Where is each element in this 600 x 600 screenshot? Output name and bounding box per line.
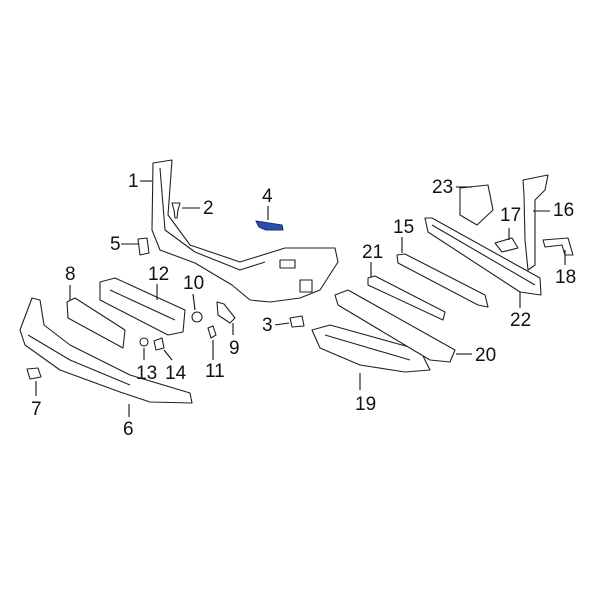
callout-2: 2 (203, 198, 214, 219)
part-19-skid-plate[interactable] (311, 324, 431, 373)
callout-13: 13 (136, 363, 158, 384)
callout-7: 7 (31, 399, 42, 420)
part-10[interactable] (191, 311, 203, 323)
callout-3: 3 (262, 315, 273, 336)
callout-14: 14 (165, 363, 187, 384)
part-17[interactable] (494, 237, 519, 253)
part-8-license-plate-bracket[interactable] (66, 297, 126, 349)
callout-4: 4 (262, 186, 273, 207)
part-4-bracket-highlighted[interactable] (255, 220, 284, 231)
callout-18: 18 (555, 267, 577, 288)
part-5[interactable] (137, 237, 150, 256)
callout-1: 1 (128, 171, 139, 192)
part-11[interactable] (207, 325, 217, 339)
part-14[interactable] (153, 337, 165, 351)
part-16-bracket[interactable] (522, 174, 549, 271)
leader-arrows (35, 180, 566, 417)
callout-5: 5 (110, 234, 121, 255)
callout-21: 21 (362, 242, 384, 263)
part-2-clip[interactable] (171, 202, 181, 219)
part-21[interactable] (367, 275, 446, 321)
part-13[interactable] (139, 337, 149, 347)
part-12-grille-support[interactable] (99, 277, 186, 336)
callout-19: 19 (355, 394, 377, 415)
part-20-absorber[interactable] (334, 289, 456, 363)
part-15[interactable] (396, 253, 489, 308)
part-1-bumper-cover[interactable] (151, 159, 339, 303)
part-7[interactable] (26, 367, 42, 380)
callout-12: 12 (148, 264, 170, 285)
callout-10: 10 (183, 273, 205, 294)
callout-15: 15 (393, 217, 415, 238)
callout-20: 20 (475, 345, 497, 366)
callout-23: 23 (432, 177, 454, 198)
callout-9: 9 (229, 338, 240, 359)
part-9[interactable] (216, 301, 236, 324)
callout-8: 8 (65, 264, 76, 285)
part-3[interactable] (289, 315, 305, 328)
callout-16: 16 (553, 200, 575, 221)
part-22-reinforcement[interactable] (424, 217, 542, 296)
callout-22: 22 (510, 310, 532, 331)
part-18[interactable] (542, 237, 574, 256)
callout-17: 17 (500, 205, 522, 226)
part-6-lower-valance[interactable] (19, 297, 193, 404)
callout-6: 6 (123, 419, 134, 440)
part-23[interactable] (459, 184, 494, 226)
callout-11: 11 (205, 361, 225, 382)
